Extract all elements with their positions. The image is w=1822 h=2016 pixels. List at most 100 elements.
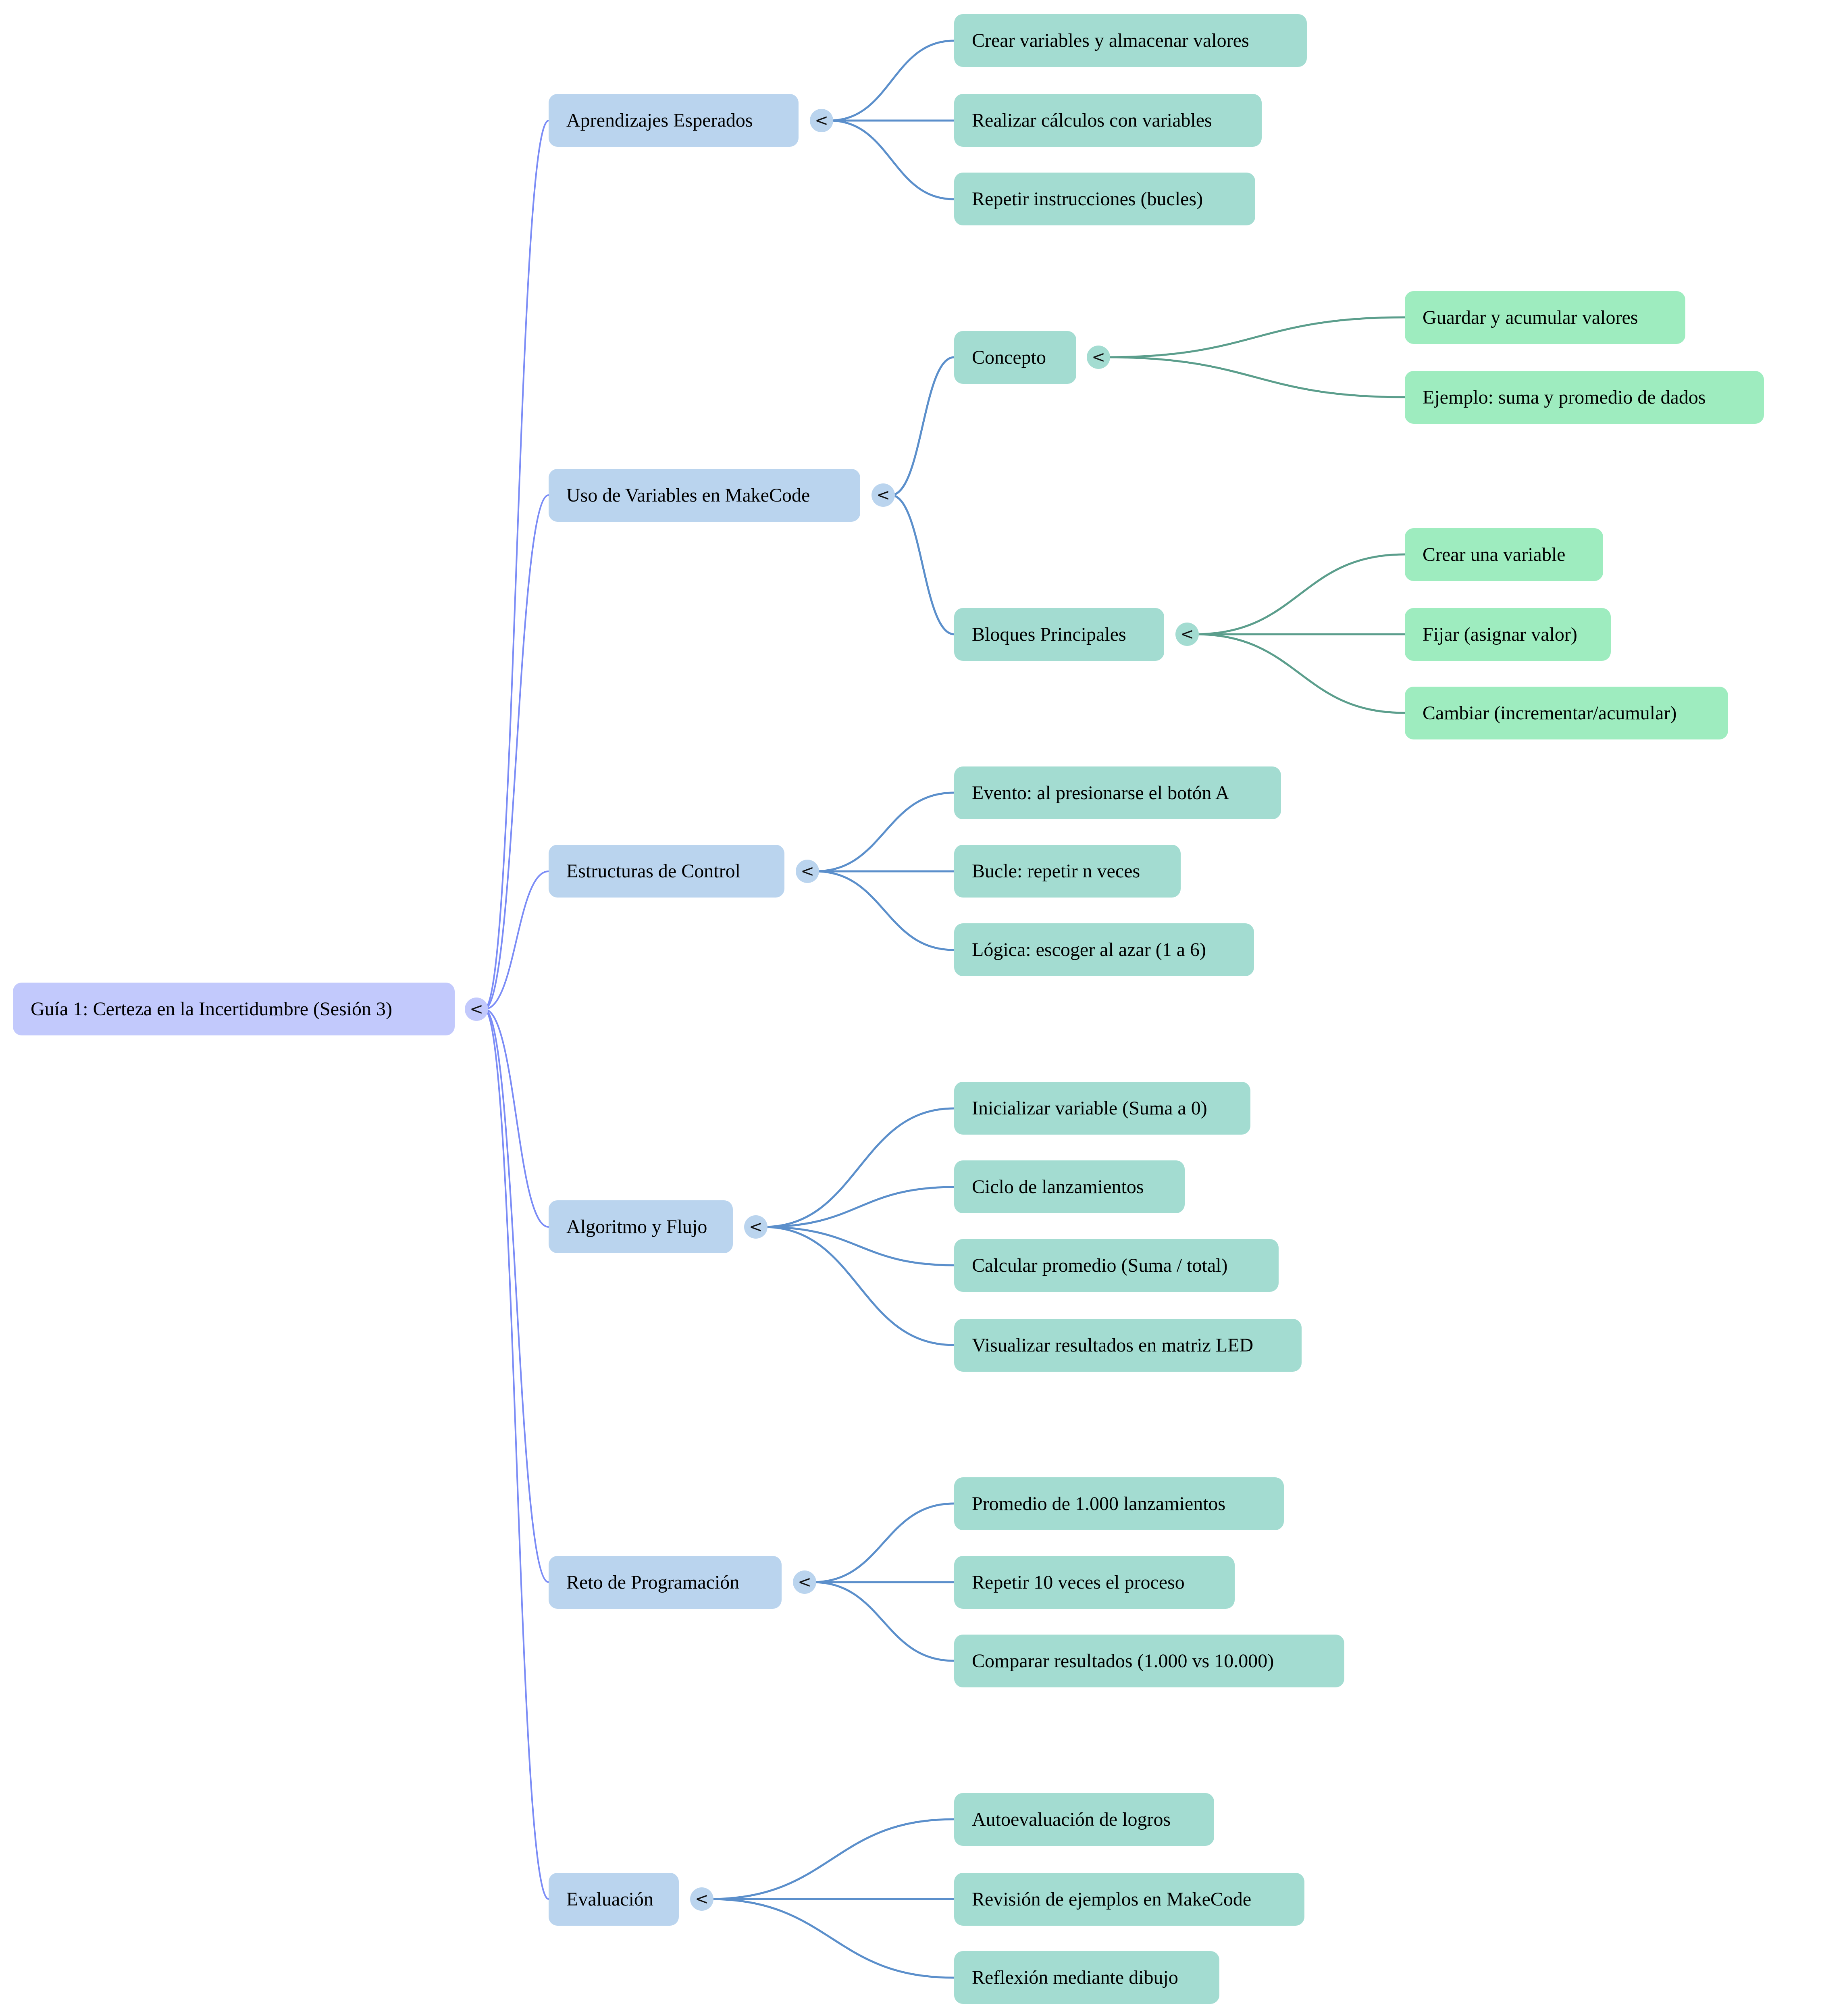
node-label: Realizar cálculos con variables [972,110,1212,131]
topic-node[interactable]: Lógica: escoger al azar (1 a 6) [954,923,1254,976]
edge-branch-to-topic [763,1226,955,1346]
topic-node[interactable]: Promedio de 1.000 lanzamientos [954,1477,1284,1530]
edge-root-to-branch [484,871,549,1010]
topic-node[interactable]: Calcular promedio (Suma / total) [954,1239,1279,1292]
node-label: Lógica: escoger al azar (1 a 6) [972,939,1206,960]
branch-node[interactable]: Algoritmo y Flujo [549,1200,733,1253]
edge-root-to-branch [484,1008,549,1228]
collapse-icon: < [1180,625,1194,644]
collapse-icon: < [815,111,828,130]
edge-branch-to-topic [815,791,955,873]
node-label: Calcular promedio (Suma / total) [972,1255,1228,1276]
node-label: Guardar y acumular valores [1423,307,1638,328]
collapse-icon: < [470,1000,483,1018]
node-label: Uso de Variables en MakeCode [566,485,810,506]
detail-node[interactable]: Fijar (asignar valor) [1405,608,1611,661]
edge-root-to-branch [484,494,549,1010]
collapse-icon: < [876,486,890,504]
collapse-icon: < [798,1573,811,1591]
edge-topic-to-detail [1194,553,1405,635]
node-label: Estructuras de Control [566,860,740,882]
topic-node[interactable]: Bloques Principales [954,608,1164,661]
edge-branch-to-topic [829,40,955,122]
root-collapse-toggle[interactable]: < [465,998,488,1021]
topic-node[interactable]: Visualizar resultados en matriz LED [954,1319,1302,1372]
branch-collapse-toggle[interactable]: < [744,1215,767,1239]
branch-collapse-toggle[interactable]: < [793,1570,816,1594]
branch-node[interactable]: Reto de Programación [549,1556,782,1609]
topic-node[interactable]: Bucle: repetir n veces [954,845,1181,898]
edge-branch-to-topic [890,356,955,496]
branch-collapse-toggle[interactable]: < [871,483,895,507]
topic-node[interactable]: Realizar cálculos con variables [954,94,1262,147]
branch-collapse-toggle[interactable]: < [796,860,819,883]
node-label: Reflexión mediante dibujo [972,1967,1178,1988]
node-label: Promedio de 1.000 lanzamientos [972,1493,1226,1514]
detail-node[interactable]: Crear una variable [1405,528,1603,581]
collapse-icon: < [1092,348,1105,367]
node-label: Repetir instrucciones (bucles) [972,188,1203,210]
branch-node[interactable]: Evaluación [549,1873,679,1926]
node-label: Bloques Principales [972,624,1126,645]
collapse-icon: < [801,862,814,881]
topic-node[interactable]: Repetir instrucciones (bucles) [954,173,1255,225]
edge-branch-to-topic [763,1186,955,1228]
topic-node[interactable]: Revisión de ejemplos en MakeCode [954,1873,1304,1926]
topic-node[interactable]: Reflexión mediante dibujo [954,1951,1219,2004]
edge-branch-to-topic [763,1226,955,1266]
edge-root-to-branch [484,120,549,1010]
node-label: Ciclo de lanzamientos [972,1176,1144,1198]
topic-node[interactable]: Autoevaluación de logros [954,1793,1214,1846]
node-label: Algoritmo y Flujo [566,1216,707,1237]
branch-node[interactable]: Estructuras de Control [549,845,784,898]
detail-node[interactable]: Guardar y acumular valores [1405,291,1685,344]
node-label: Inicializar variable (Suma a 0) [972,1098,1207,1119]
edge-branch-to-topic [812,1502,955,1583]
node-label: Crear una variable [1423,544,1566,565]
edge-topic-to-detail [1106,356,1405,398]
edge-topic-to-detail [1106,316,1405,358]
topic-node[interactable]: Concepto [954,331,1076,384]
detail-node[interactable]: Ejemplo: suma y promedio de dados [1405,371,1764,424]
node-label: Autoevaluación de logros [972,1809,1171,1830]
edge-branch-to-topic [709,1818,955,1900]
node-label: Crear variables y almacenar valores [972,30,1249,51]
topic-collapse-toggle[interactable]: < [1175,623,1199,646]
root-node[interactable]: Guía 1: Certeza en la Incertidumbre (Ses… [13,983,455,1035]
node-label: Aprendizajes Esperados [566,110,753,131]
topic-node[interactable]: Evento: al presionarse el botón A [954,766,1281,819]
collapse-icon: < [749,1218,763,1236]
node-label: Reto de Programación [566,1572,740,1593]
node-label: Ejemplo: suma y promedio de dados [1423,387,1706,408]
edge-branch-to-topic [890,494,955,635]
topic-node[interactable]: Crear variables y almacenar valores [954,14,1307,67]
node-label: Bucle: repetir n veces [972,860,1140,882]
detail-node[interactable]: Cambiar (incrementar/acumular) [1405,687,1728,739]
node-label: Comparar resultados (1.000 vs 10.000) [972,1650,1274,1672]
edge-branch-to-topic [815,870,955,951]
topic-node[interactable]: Ciclo de lanzamientos [954,1160,1185,1213]
node-label: Visualizar resultados en matriz LED [972,1335,1254,1356]
edge-branch-to-topic [763,1107,955,1228]
node-label: Revisión de ejemplos en MakeCode [972,1889,1252,1910]
node-label: Evaluación [566,1889,653,1910]
branch-collapse-toggle[interactable]: < [810,109,833,132]
edge-branch-to-topic [709,1898,955,1979]
branch-collapse-toggle[interactable]: < [690,1887,713,1911]
edge-topic-to-detail [1194,633,1405,714]
collapse-icon: < [695,1890,709,1908]
edge-branch-to-topic [829,119,955,200]
node-label: Guía 1: Certeza en la Incertidumbre (Ses… [31,998,392,1020]
topic-node[interactable]: Inicializar variable (Suma a 0) [954,1082,1250,1135]
branch-node[interactable]: Uso de Variables en MakeCode [549,469,860,522]
topic-node[interactable]: Repetir 10 veces el proceso [954,1556,1235,1609]
branch-node[interactable]: Aprendizajes Esperados [549,94,799,147]
edge-branch-to-topic [812,1581,955,1662]
topic-collapse-toggle[interactable]: < [1087,346,1110,369]
node-label: Cambiar (incrementar/acumular) [1423,702,1677,724]
topic-node[interactable]: Comparar resultados (1.000 vs 10.000) [954,1635,1344,1687]
node-label: Fijar (asignar valor) [1423,624,1577,645]
node-label: Evento: al presionarse el botón A [972,782,1229,804]
